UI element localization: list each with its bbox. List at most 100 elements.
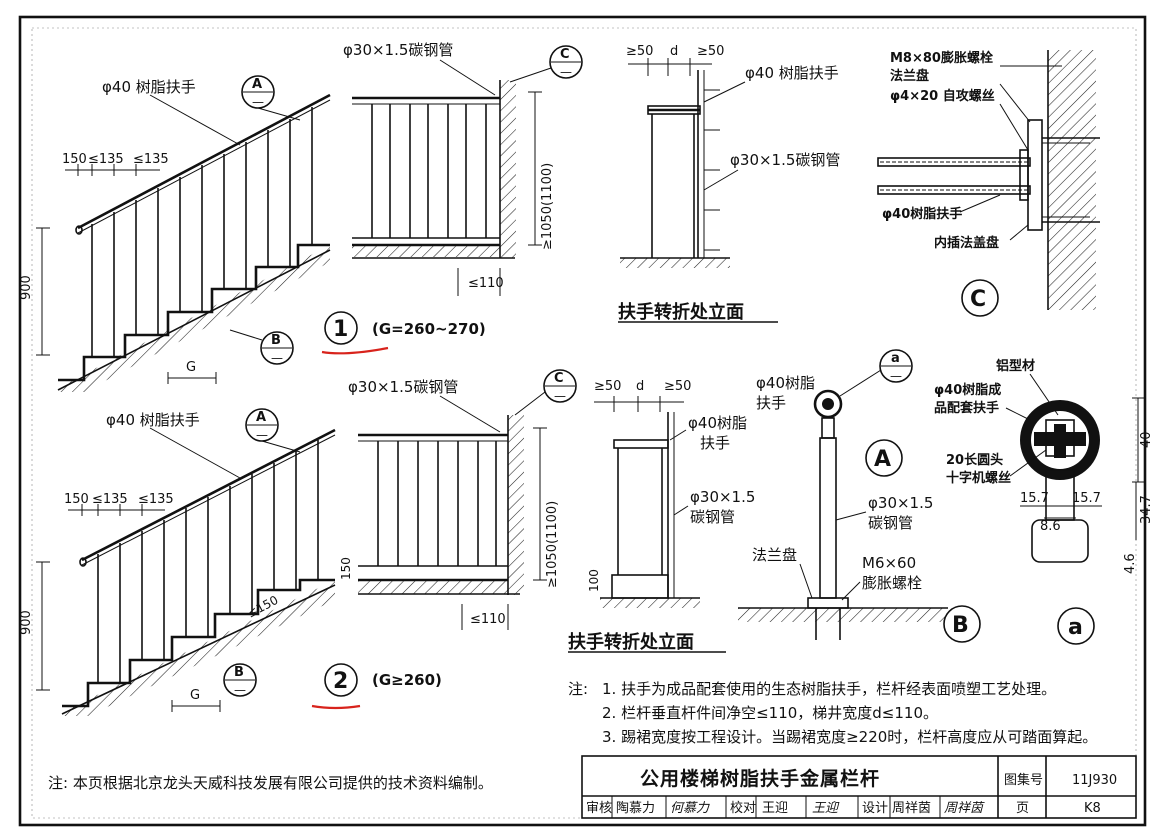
railing-elevation-2: φ30×1.5碳钢管 ≥1050(1100) 150 ≤110 C —: [339, 369, 577, 630]
svg-text:C: C: [554, 371, 564, 386]
detail-c-wall: [1048, 50, 1096, 310]
svg-text:十字机螺丝: 十字机螺丝: [946, 470, 1011, 486]
svg-text:φ40树脂成: φ40树脂成: [934, 382, 1001, 398]
dim-vertical-bottom: ≥1050(1100): [545, 501, 560, 588]
balusters-elev-1: [371, 104, 487, 238]
callout-b-top: [260, 331, 294, 365]
callout-b-bottom: [223, 663, 257, 697]
footnote: 注: 本页根据北京龙头天威科技发展有限公司提供的技术资料编制。: [48, 774, 493, 792]
label-tube-bottom: φ30×1.5碳钢管: [348, 378, 458, 396]
svg-text:—: —: [890, 369, 902, 383]
svg-text:B: B: [952, 613, 969, 638]
svg-text:φ30×1.5: φ30×1.5: [868, 494, 933, 512]
svg-text:膨胀螺栓: 膨胀螺栓: [862, 574, 922, 592]
wall-hatch-1: [500, 80, 516, 258]
dim-150-base: 150: [339, 557, 353, 580]
turn-elevation-1: ≥50 d ≥50 φ40 树脂扶手 φ30×1.5碳钢管 扶手转折处立面: [618, 44, 840, 323]
handrail-1: [77, 93, 331, 230]
svg-text:王迎: 王迎: [812, 801, 840, 816]
label-handrail-top: φ40 树脂扶手: [102, 78, 196, 96]
detail-c-circle: [961, 279, 999, 317]
turn-top-title: 扶手转折处立面: [618, 301, 744, 323]
detail-c-screw: φ4×20 自攻螺丝: [890, 88, 995, 104]
svg-text:40: 40: [1139, 431, 1154, 448]
handrail-2: [81, 428, 336, 562]
svg-text:≥50: ≥50: [664, 379, 691, 394]
svg-text:d: d: [636, 379, 644, 394]
svg-text:M6×60: M6×60: [862, 554, 916, 572]
sheet-border: [18, 15, 1147, 827]
post-flange: [807, 597, 849, 609]
dim-vertical-top: ≥1050(1100): [540, 163, 555, 250]
detail-small-a-circle: [1057, 607, 1095, 645]
dim-ticks-1: [77, 164, 137, 176]
callout-a-top-letter: A: [252, 77, 262, 92]
dim-150-bottom: 150: [64, 492, 89, 507]
detail-b-circle: [943, 605, 981, 643]
svg-text:B: B: [234, 665, 244, 680]
note-3: 3. 踢裙宽度按工程设计。当踢裙宽度≥220时，栏杆高度应从可踏面算起。: [602, 728, 1097, 746]
red-underline-1: [321, 346, 389, 355]
dim-135b-top: ≤135: [133, 152, 169, 167]
post-tube: [819, 437, 837, 599]
balusters-2: [97, 440, 319, 683]
dim-135b-bottom: ≤135: [138, 492, 174, 507]
svg-text:a: a: [891, 351, 900, 366]
callout-a-small: [879, 349, 913, 383]
svg-text:周祥茵: 周祥茵: [892, 801, 931, 816]
label-handrail-bottom: φ40 树脂扶手: [106, 411, 200, 429]
g-range-1: (G=260~270): [372, 320, 486, 338]
svg-text:王迎: 王迎: [762, 801, 788, 816]
svg-text:15.7: 15.7: [1020, 491, 1049, 506]
svg-text:≥50: ≥50: [697, 44, 724, 59]
svg-text:4.6: 4.6: [1123, 553, 1138, 574]
svg-text:φ30×1.5: φ30×1.5: [690, 488, 755, 506]
dim-900-bottom: 900: [19, 610, 34, 635]
callout-b-top-letter: B: [271, 333, 281, 348]
dim-g-top: G: [186, 360, 196, 375]
post-handrail-section: [813, 389, 843, 419]
svg-text:扶手: 扶手: [700, 434, 730, 452]
handrail-1-end: [75, 225, 83, 235]
svg-text:≥50: ≥50: [626, 44, 653, 59]
page-label: 页: [1016, 801, 1029, 816]
turn-top-tube-label: φ30×1.5碳钢管: [730, 151, 840, 169]
svg-text:d: d: [670, 44, 678, 59]
svg-text:陶慕力: 陶慕力: [616, 800, 655, 816]
svg-text:a: a: [1068, 615, 1083, 640]
dim-100: 100: [587, 569, 601, 592]
svg-text:8.6: 8.6: [1040, 519, 1061, 534]
page-value: K8: [1084, 801, 1101, 816]
note-2: 2. 栏杆垂直杆件间净空≤110，梯井宽度d≤110。: [602, 704, 938, 722]
svg-text:周祥茵: 周祥茵: [944, 801, 985, 816]
svg-text:校对: 校对: [730, 800, 756, 816]
stair-steps-1: [58, 243, 330, 382]
svg-text:A: A: [256, 410, 266, 425]
title-block: 公用楼梯树脂扶手金属栏杆 图集号 11J930 页 K8 审核 陶慕力 何慕力 …: [581, 755, 1137, 819]
svg-text:—: —: [554, 389, 566, 403]
g-range-2: (G≥260): [372, 671, 442, 689]
svg-text:审核: 审核: [586, 801, 612, 816]
detail-ab: φ40树脂 扶手 φ30×1.5 碳钢管 法兰盘 M6×60 膨胀螺栓 A B …: [738, 349, 981, 643]
svg-text:C: C: [560, 47, 570, 62]
atlas-label: 图集号: [1004, 772, 1043, 788]
svg-text:扶手: 扶手: [756, 394, 786, 412]
turn-top-handrail-label: φ40 树脂扶手: [745, 64, 839, 82]
title-text: 公用楼梯树脂扶手金属栏杆: [640, 767, 880, 790]
svg-text:—: —: [252, 95, 264, 109]
detail-c-letter: C: [970, 287, 986, 312]
turn-elevation-2: ≥50 d ≥50 φ40树脂 扶手 φ30×1.5 碳钢管 100 扶手转折处…: [568, 379, 755, 653]
dim-110-top: ≤110: [468, 276, 504, 291]
figure-number-2-circle: [324, 663, 358, 697]
svg-text:碳钢管: 碳钢管: [868, 514, 913, 532]
detail-a-section: 40 34.7 4.6 15.7 15.7 8.6 铝型材 φ40树脂成 品配套…: [934, 358, 1154, 645]
tube-top: [1031, 519, 1089, 563]
svg-text:≥50: ≥50: [594, 379, 621, 394]
svg-text:—: —: [560, 65, 572, 79]
svg-text:—: —: [256, 428, 268, 442]
notes-block: 注: 1. 扶手为成品配套使用的生态树脂扶手，栏杆经表面喷塑工艺处理。 2. 栏…: [568, 680, 1097, 746]
detail-a-circle: [865, 439, 903, 477]
label-profile: 铝型材: [996, 358, 1035, 374]
